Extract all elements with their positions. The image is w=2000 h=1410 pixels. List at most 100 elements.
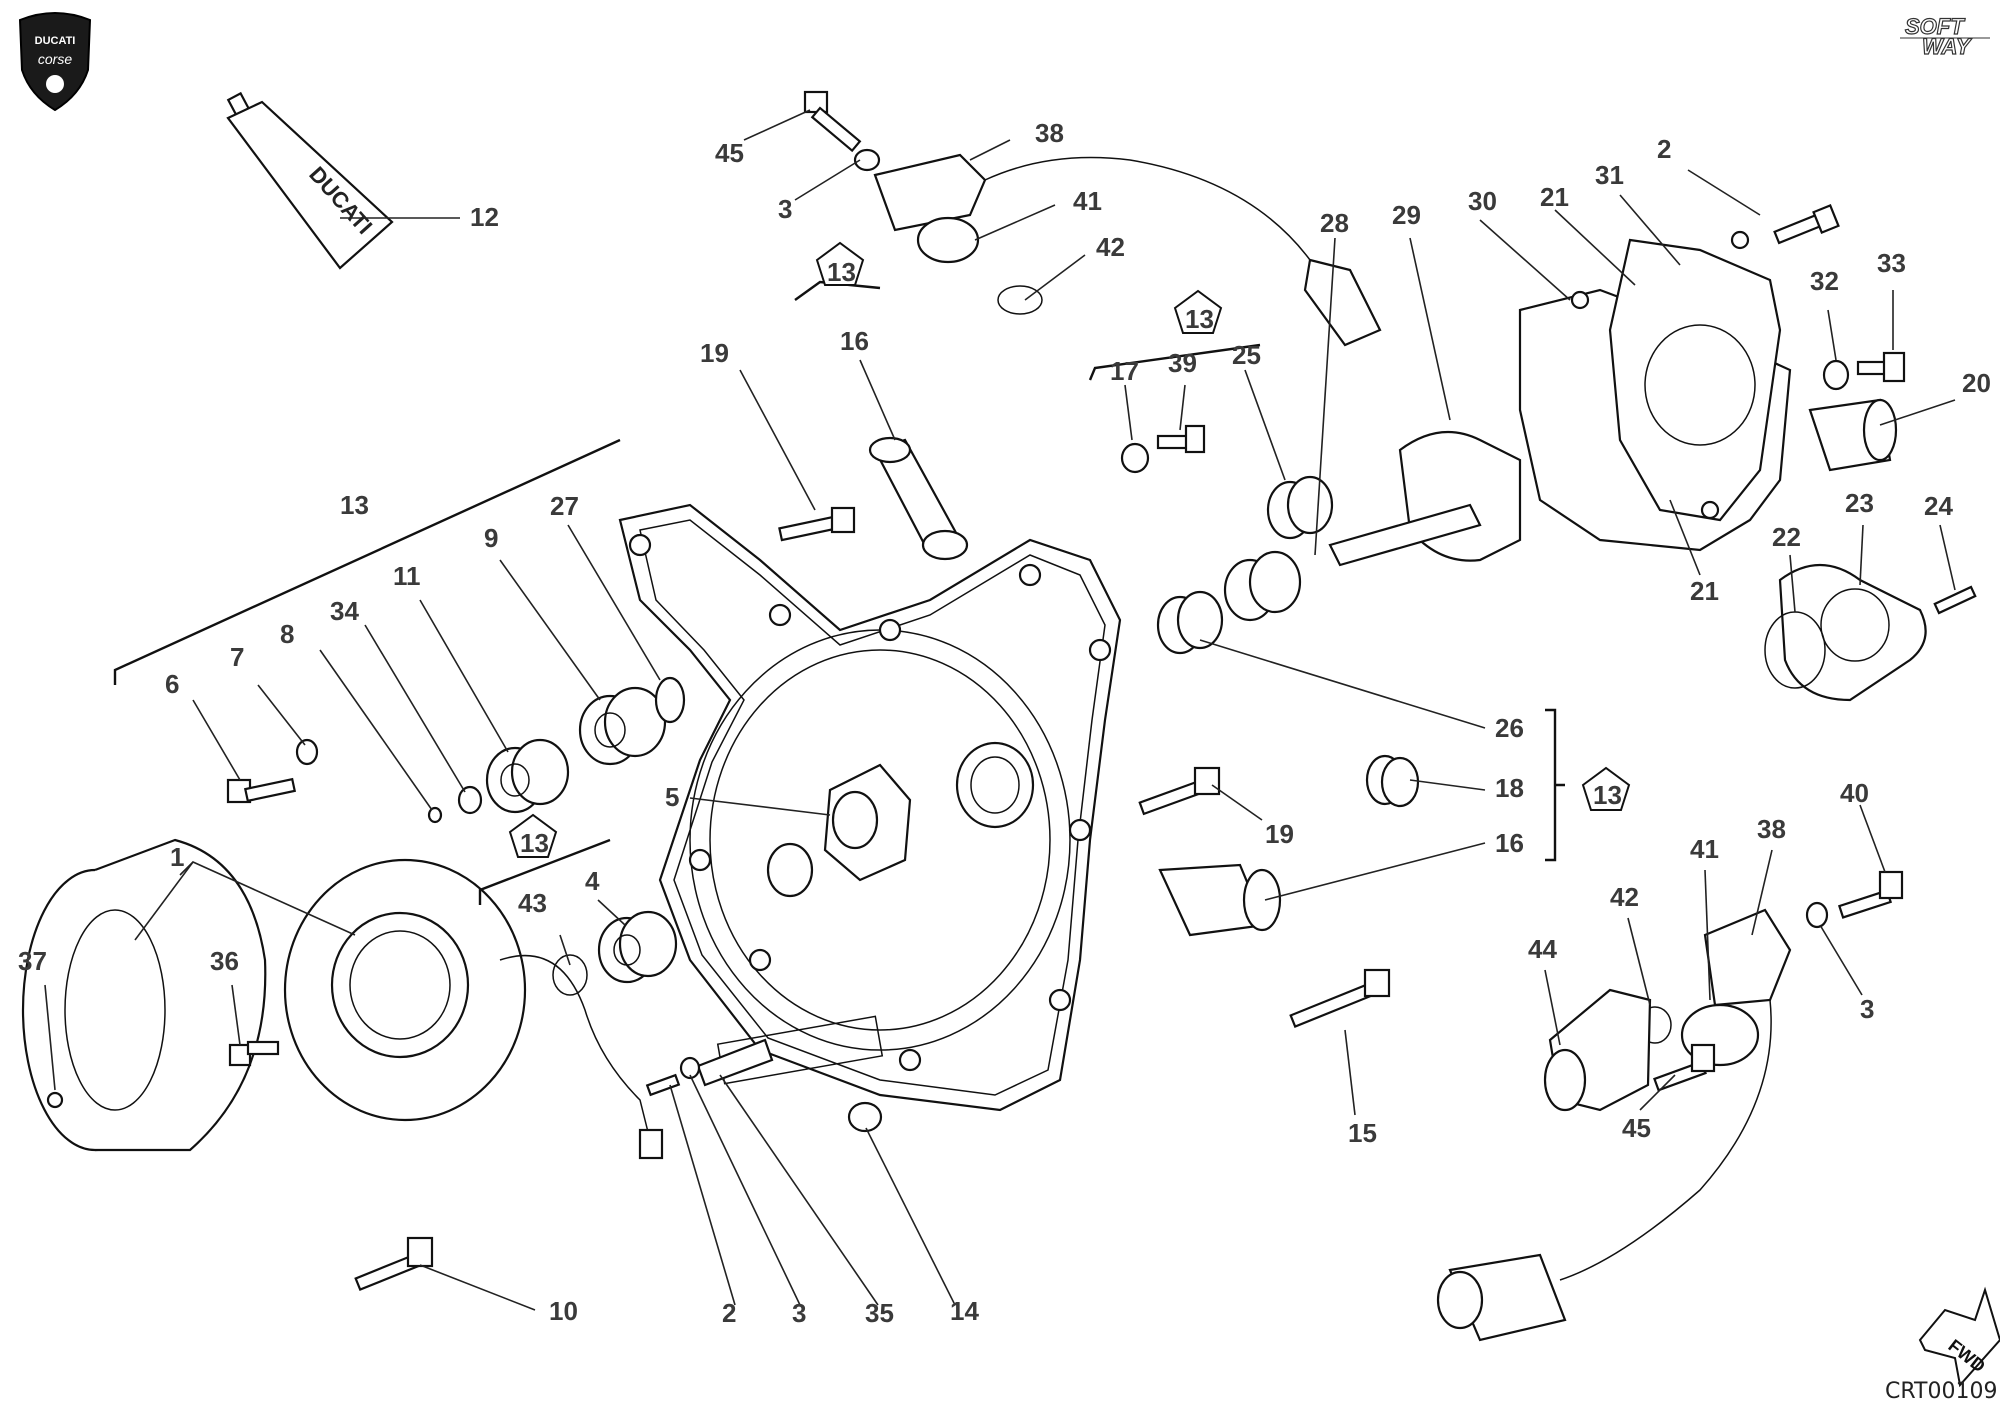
label-38-bottom: 38 [1757,814,1786,844]
label-35: 35 [865,1298,894,1328]
svg-text:DUCATI: DUCATI [35,35,76,47]
label-12: 12 [470,202,499,232]
label-18: 18 [1495,773,1524,803]
label-31: 31 [1595,160,1624,190]
part-labels: 12 45 3 38 41 42 13 16 19 13 17 39 25 28… [18,118,1991,1328]
bearing-4 [597,910,678,984]
label-44: 44 [1528,934,1557,964]
label-29: 29 [1392,200,1421,230]
leader-lines [44,109,1956,1311]
sensor-38-bottom [1436,908,1792,1342]
label-33: 33 [1877,248,1906,278]
kit-braces [113,280,1565,905]
screw-10 [354,1236,434,1292]
svg-text:SOFT: SOFT [1905,14,1965,39]
label-16-right: 16 [1495,828,1524,858]
kit-marker-13-top [815,241,865,286]
label-3-top: 3 [778,194,792,224]
screw-15 [1289,968,1391,1028]
label-3-right: 3 [1860,994,1874,1024]
label-9: 9 [484,523,498,553]
screw-24 [1933,585,1977,615]
label-8: 8 [280,619,294,649]
label-15: 15 [1348,1118,1377,1148]
softway-logo: SOFT WAY [1900,13,1990,60]
screw-45-bottom [1653,1043,1716,1092]
label-30: 30 [1468,186,1497,216]
label-45-top: 45 [715,138,744,168]
screw-19-top [778,506,856,542]
label-13-kit-b: 13 [1185,304,1214,334]
label-32: 32 [1810,266,1839,296]
label-41-bottom: 41 [1690,834,1719,864]
label-34: 34 [330,596,359,626]
label-36: 36 [210,946,239,976]
washer-3-top [853,148,881,172]
clamp-35 [696,1038,774,1087]
label-13-kit-e: 13 [520,828,549,858]
forward-arrow-icon: FWD [1918,1286,2000,1388]
water-pump-assembly [1328,230,1792,567]
bushing-18 [1365,754,1420,808]
label-13-kit-d: 13 [1593,780,1622,810]
screw-39 [1156,424,1206,454]
label-6: 6 [165,669,179,699]
label-28: 28 [1320,208,1349,238]
bearing-9 [578,686,667,766]
label-27: 27 [550,491,579,521]
label-21-bottom: 21 [1690,576,1719,606]
screw-40 [1837,870,1904,919]
label-23: 23 [1845,488,1874,518]
drawing-code: CRT00109 [1885,1379,1997,1404]
screw-19-mid [1138,766,1221,816]
label-43: 43 [518,888,547,918]
bearing-26 [1156,590,1224,655]
circlip-43 [552,954,588,996]
screw-2-top [1773,203,1840,245]
washer-32 [1822,359,1850,391]
screw-45-top [803,90,862,153]
bushing-25 [1266,475,1334,540]
label-16-top: 16 [840,326,869,356]
label-4: 4 [585,866,600,896]
label-2-bottom: 2 [722,1298,736,1328]
flange-23 [1778,563,1927,702]
label-42-bottom: 42 [1610,882,1639,912]
label-1: 1 [170,842,184,872]
fitting-20 [1808,398,1898,472]
bearing-11 [485,738,570,814]
housing-44 [1543,988,1652,1112]
label-25: 25 [1232,340,1261,370]
sensor-38-top [873,153,1382,347]
label-40: 40 [1840,778,1869,808]
kit-marker-13-right [1581,766,1631,811]
label-41-top: 41 [1073,186,1102,216]
screw-2-bottom [645,1073,681,1097]
label-38-top: 38 [1035,118,1064,148]
label-39: 39 [1168,348,1197,378]
dowel-14 [847,1101,883,1133]
label-10: 10 [549,1296,578,1326]
stator [283,858,664,1160]
label-19-top: 19 [700,338,729,368]
label-24: 24 [1924,491,1953,521]
label-37: 37 [18,946,47,976]
label-13-kit-c: 13 [340,490,369,520]
washer-34 [457,785,483,815]
screw-6 [226,777,297,804]
washer-27 [654,676,686,724]
label-42-top: 42 [1096,232,1125,262]
label-2-top: 2 [1657,134,1671,164]
screw-33 [1856,351,1906,383]
kit-marker-13-mid [1173,289,1223,334]
label-3-bottom: 3 [792,1298,806,1328]
crankcase-cover [618,503,1122,1112]
grease-tube: DUCATI [226,91,394,270]
washer-3-bottom [679,1056,701,1080]
label-11: 11 [393,561,421,591]
label-26: 26 [1495,713,1524,743]
label-22: 22 [1772,522,1801,552]
label-13-kit-a: 13 [827,257,856,287]
kit-marker-13-left [508,813,558,858]
